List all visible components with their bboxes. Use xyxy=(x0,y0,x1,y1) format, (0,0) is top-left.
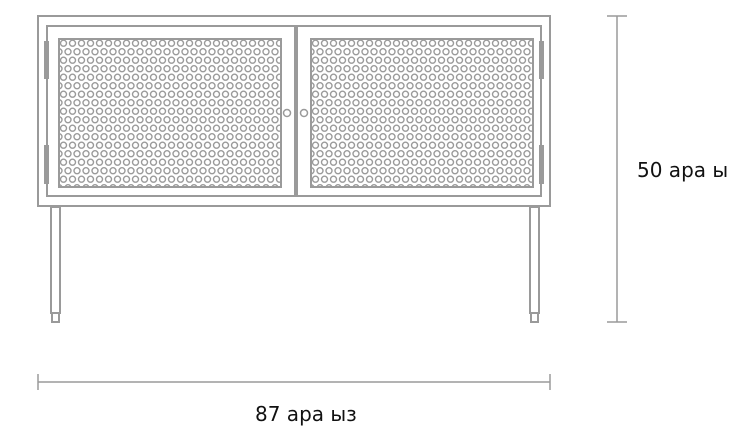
left-perforated-panel xyxy=(58,38,282,188)
left-door xyxy=(46,25,296,197)
hinge xyxy=(44,145,49,184)
right-door xyxy=(296,25,542,197)
right-perforated-panel xyxy=(310,38,534,188)
height-label: 50 ара ы xyxy=(637,158,729,182)
right-foot xyxy=(530,312,539,323)
right-leg xyxy=(529,206,540,314)
width-dimension-line xyxy=(37,374,551,390)
hinge xyxy=(539,145,544,184)
width-label: 87 ара ыз xyxy=(255,402,357,426)
right-knob xyxy=(299,108,309,118)
left-foot xyxy=(51,312,60,323)
hinge xyxy=(44,41,49,79)
cabinet-frame xyxy=(37,15,551,207)
height-dimension-line xyxy=(607,15,627,323)
hinge xyxy=(539,41,544,79)
left-leg xyxy=(50,206,61,314)
left-knob xyxy=(282,108,292,118)
